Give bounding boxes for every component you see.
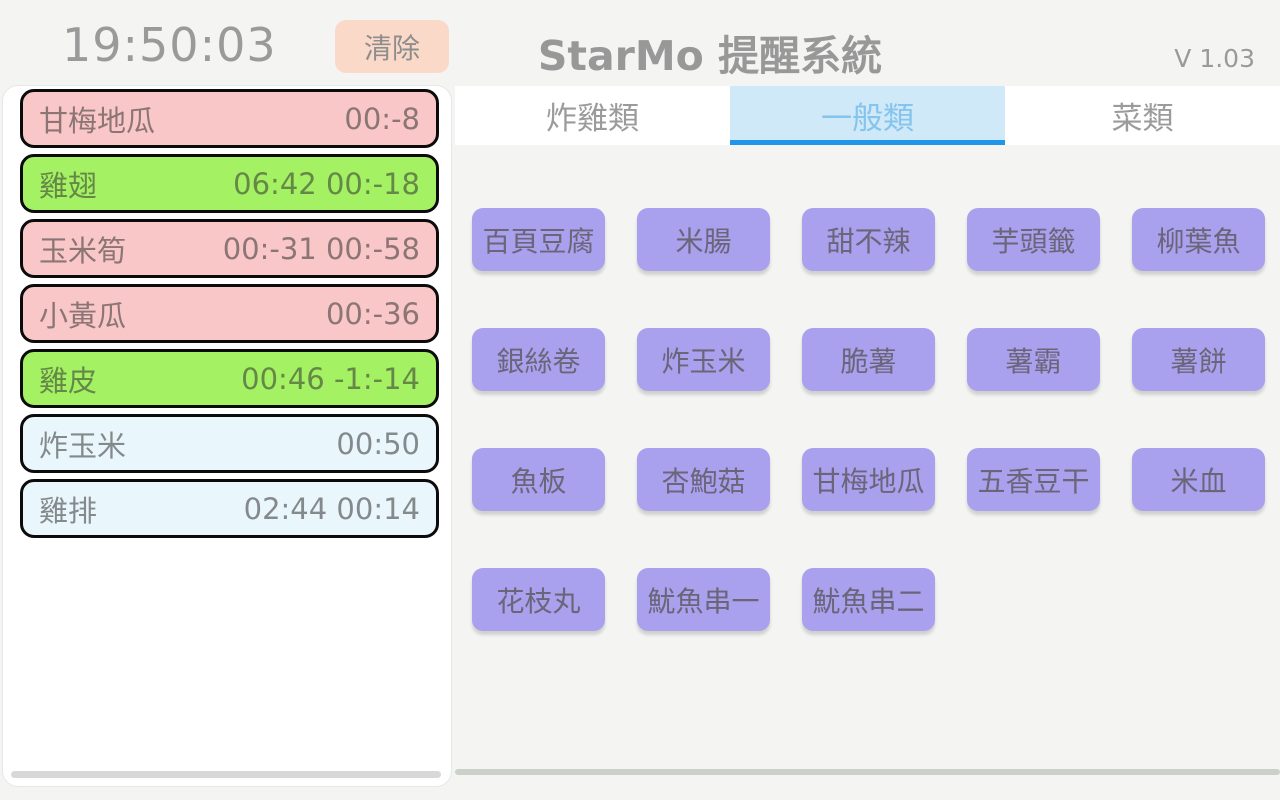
menu-item-button[interactable]: 五香豆干: [967, 448, 1100, 511]
timer-panel-scrollbar[interactable]: [11, 771, 441, 778]
menu-item-button[interactable]: 銀絲卷: [472, 328, 605, 391]
timer-name: 小黃瓜: [39, 298, 127, 333]
menu-item-button[interactable]: 米血: [1132, 448, 1265, 511]
menu-item-button[interactable]: 魷魚串二: [802, 568, 935, 631]
menu-item-button[interactable]: 米腸: [637, 208, 770, 271]
menu-item-button[interactable]: 柳葉魚: [1132, 208, 1265, 271]
version-label: V 1.03: [1174, 44, 1255, 73]
menu-item-button[interactable]: 薯霸: [967, 328, 1100, 391]
menu-item-button[interactable]: 炸玉米: [637, 328, 770, 391]
timer-name: 玉米筍: [39, 233, 127, 268]
clear-button[interactable]: 清除: [335, 20, 449, 73]
clock: 19:50:03: [62, 18, 277, 72]
timer-time: 00:-8: [344, 101, 420, 136]
menu-item-button[interactable]: 杏鮑菇: [637, 448, 770, 511]
menu-item-button[interactable]: 脆薯: [802, 328, 935, 391]
timer-time: 00:-36: [325, 296, 420, 331]
timer-name: 雞皮: [39, 363, 98, 398]
timer-time: 00:46 -1:-14: [241, 361, 420, 396]
menu-item-button[interactable]: 薯餅: [1132, 328, 1265, 391]
menu-item-button[interactable]: 百頁豆腐: [472, 208, 605, 271]
tab-general[interactable]: 一般類: [730, 86, 1005, 145]
timer-time: 06:42 00:-18: [233, 166, 420, 201]
page-title: StarMo 提醒系統: [537, 32, 883, 80]
timer-time: 00:50: [336, 426, 420, 461]
header: 19:50:03 清除 StarMo 提醒系統 V 1.03: [0, 0, 1280, 86]
timer-row[interactable]: 雞排 02:44 00:14: [20, 479, 439, 538]
timer-time: 00:-31 00:-58: [222, 231, 420, 266]
timer-row[interactable]: 炸玉米 00:50: [20, 414, 439, 473]
timer-row[interactable]: 玉米筍 00:-31 00:-58: [20, 219, 439, 278]
timer-row[interactable]: 小黃瓜 00:-36: [20, 284, 439, 343]
timer-row[interactable]: 雞翅 06:42 00:-18: [20, 154, 439, 213]
menu-item-button[interactable]: 魚板: [472, 448, 605, 511]
timer-name: 雞排: [39, 493, 98, 528]
tab-vegetables[interactable]: 菜類: [1111, 101, 1174, 137]
menu-scrollbar[interactable]: [455, 769, 1280, 775]
menu-item-button[interactable]: 甘梅地瓜: [802, 448, 935, 511]
menu-grid: 百頁豆腐 米腸 甜不辣 芋頭籤 柳葉魚 銀絲卷 炸玉米 脆薯 薯霸 薯餅 魚板 …: [472, 208, 1272, 631]
menu-item-button[interactable]: 花枝丸: [472, 568, 605, 631]
menu-item-button[interactable]: 甜不辣: [802, 208, 935, 271]
timer-name: 甘梅地瓜: [39, 103, 156, 138]
timer-name: 雞翅: [39, 168, 98, 203]
timer-row[interactable]: 甘梅地瓜 00:-8: [20, 89, 439, 148]
menu-item-button[interactable]: 魷魚串一: [637, 568, 770, 631]
timer-panel: 甘梅地瓜 00:-8 雞翅 06:42 00:-18 玉米筍 00:-31 00…: [2, 85, 452, 787]
tab-fried-chicken[interactable]: 炸雞類: [546, 101, 639, 137]
timer-name: 炸玉米: [39, 428, 127, 463]
menu-item-button[interactable]: 芋頭籤: [967, 208, 1100, 271]
timer-time: 02:44 00:14: [243, 491, 420, 526]
timer-row[interactable]: 雞皮 00:46 -1:-14: [20, 349, 439, 408]
category-tabbar: 炸雞類 一般類 菜類: [455, 86, 1280, 145]
